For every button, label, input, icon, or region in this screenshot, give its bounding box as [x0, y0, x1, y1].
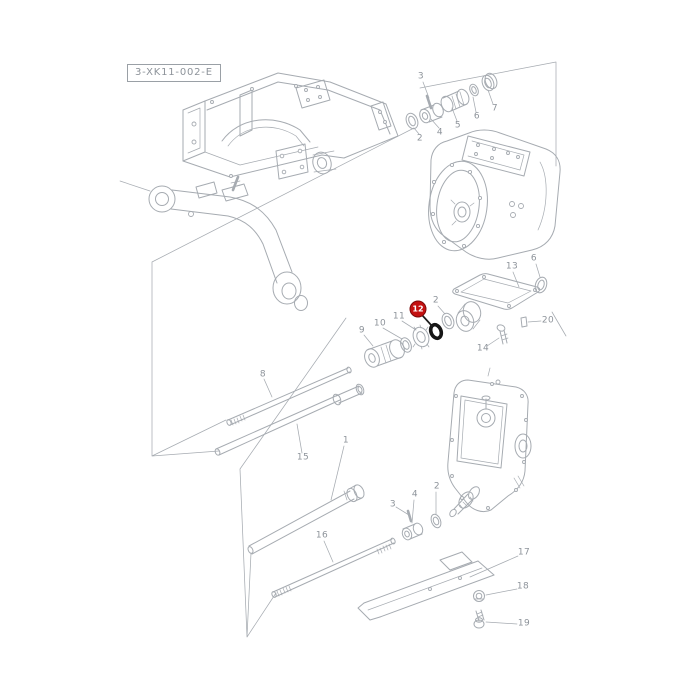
part-callout-2[interactable]: 2 [432, 295, 440, 306]
part-callout-5[interactable]: 5 [454, 120, 462, 131]
tie-rod-15-drawing [214, 383, 365, 456]
part-callout-13[interactable]: 13 [505, 261, 519, 272]
part-callout-16[interactable]: 16 [315, 530, 329, 541]
axle-support-housing-drawing [447, 367, 532, 518]
input-seal-group-drawing [405, 72, 498, 130]
part-callout-15[interactable]: 15 [296, 452, 310, 463]
part-callout-2[interactable]: 2 [416, 133, 424, 144]
leader-line-4 [430, 118, 440, 129]
part-callout-2[interactable]: 2 [433, 481, 441, 492]
bottom-pin-bushing-oring-drawing [401, 509, 442, 541]
leader-line-20 [527, 320, 542, 323]
part-callout-9[interactable]: 9 [358, 325, 366, 336]
tie-rod-8-drawing [226, 366, 352, 426]
part-callout-3[interactable]: 3 [417, 71, 425, 82]
support-bracket-drawing [357, 551, 495, 621]
leader-line-11 [401, 320, 417, 331]
part-callout-7[interactable]: 7 [491, 103, 499, 114]
tie-rod-16-drawing [271, 537, 396, 598]
part-callout-3[interactable]: 3 [389, 499, 397, 510]
leader-line-5 [451, 107, 458, 122]
part-callout-14[interactable]: 14 [476, 343, 490, 354]
leader-line-2 [413, 127, 420, 135]
leader-line-3 [422, 81, 430, 99]
middle-seal-stack-drawing [364, 312, 455, 368]
leader-line-6 [535, 263, 541, 278]
washer-18-drawing [473, 590, 485, 602]
part-callout-6[interactable]: 6 [530, 253, 538, 264]
leader-line-19 [485, 621, 518, 625]
leader-line-10 [382, 327, 403, 340]
leader-line-8 [263, 378, 273, 398]
part-callout-1[interactable]: 1 [342, 435, 350, 446]
leader-line-4 [411, 499, 415, 524]
part-callout-11[interactable]: 11 [392, 311, 406, 322]
part-callout-4[interactable]: 4 [411, 489, 419, 500]
leader-line-17 [469, 555, 519, 578]
drag-link-1-drawing [247, 484, 365, 555]
leader-line-7 [487, 89, 494, 105]
leader-line-12 [421, 314, 433, 327]
leader-line-2 [437, 305, 446, 315]
group-boundary-lines [151, 61, 567, 638]
part-callout-6[interactable]: 6 [473, 111, 481, 122]
diagram-code-label: 3-XK11-002-E [127, 64, 221, 82]
transmission-housing-drawing [428, 129, 561, 260]
leader-line-6 [472, 96, 477, 113]
bolt-19-drawing [473, 609, 485, 629]
leader-line-15 [296, 423, 303, 454]
leader-line-9 [363, 334, 374, 347]
leader-line-16 [323, 540, 334, 563]
part-callout-19[interactable]: 19 [517, 618, 531, 629]
leader-line-14 [486, 337, 500, 347]
mounting-frame-drawing [182, 72, 399, 180]
leader-line-3 [395, 506, 410, 516]
leader-line-1 [330, 445, 345, 501]
part-callout-10[interactable]: 10 [373, 318, 387, 329]
callout-leader-lines [263, 81, 542, 625]
part-callout-4[interactable]: 4 [436, 127, 444, 138]
part-callout-18[interactable]: 18 [516, 581, 530, 592]
front-axle-drawing [119, 175, 308, 311]
part-callout-12-highlighted[interactable]: 12 [409, 300, 427, 318]
leader-line-13 [512, 271, 520, 288]
cover-gasket-drawing [452, 273, 548, 345]
leader-line-18 [485, 588, 518, 596]
part-callout-17[interactable]: 17 [517, 547, 531, 558]
part-callout-20[interactable]: 20 [541, 315, 555, 326]
part-callout-8[interactable]: 8 [259, 369, 267, 380]
highlighted-seal-part-12 [428, 322, 444, 341]
